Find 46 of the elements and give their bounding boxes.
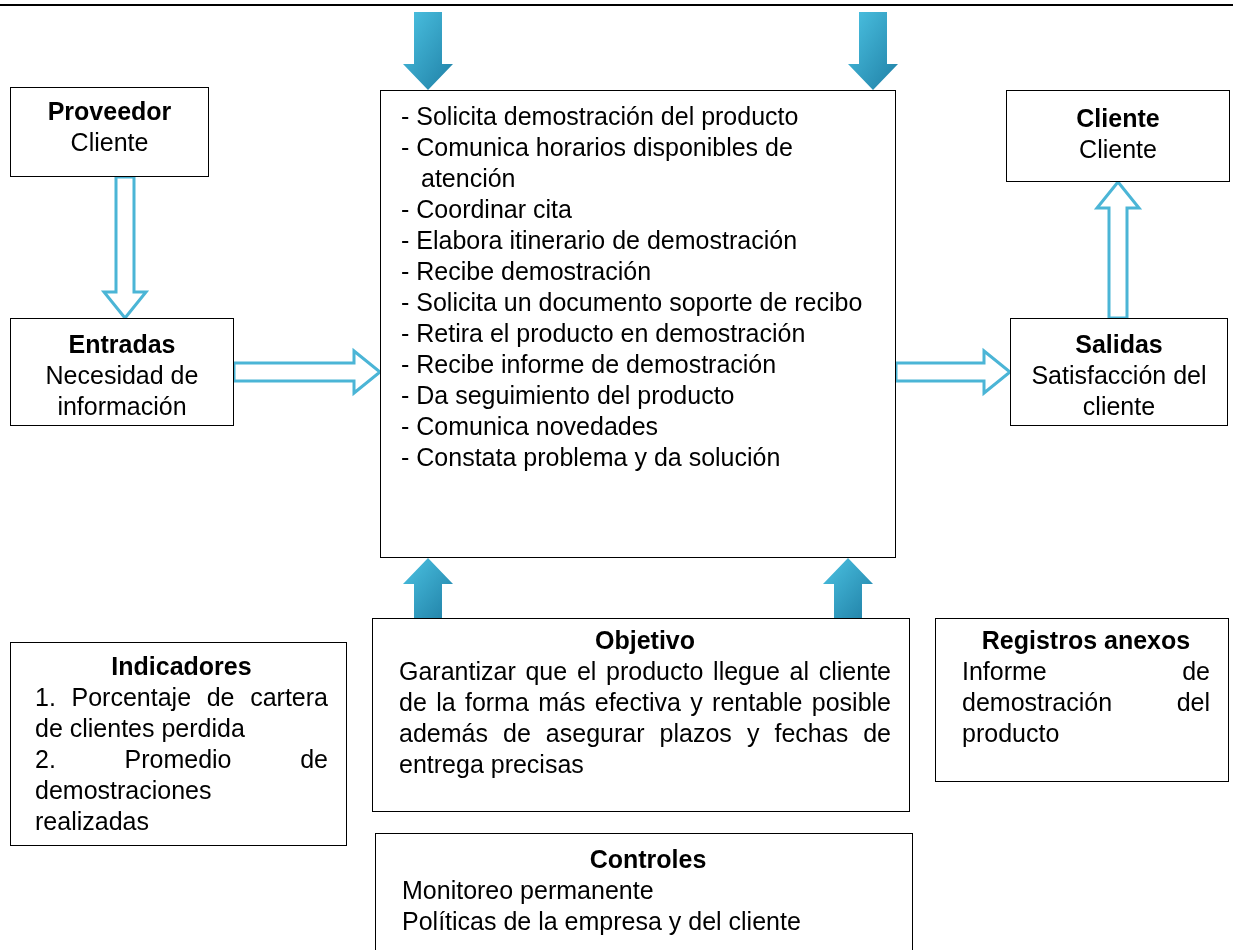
- box-text: 1. Porcentaje de cartera de clientes perdida: [35, 682, 328, 744]
- box-heading: Cliente: [1075, 103, 1161, 134]
- box-text: Políticas de la empresa y del cliente: [402, 906, 802, 937]
- list-item: - Constata problema y da solución: [401, 442, 782, 473]
- list-item: - Comunica horarios disponibles de atención: [401, 132, 794, 194]
- list-item: - Elabora itinerario de demostración: [401, 225, 799, 256]
- list-item: - Da seguimiento del producto: [401, 380, 736, 411]
- box-text: Cliente: [69, 127, 150, 158]
- box-text: Monitoreo permanente: [402, 875, 655, 906]
- list-item: - Recibe demostración: [401, 256, 653, 287]
- info-box: [935, 618, 1229, 782]
- box-heading: Salidas: [1074, 329, 1164, 360]
- box-heading: Controles: [588, 844, 708, 875]
- box-heading: Registros anexos: [980, 625, 1192, 656]
- list-item: - Coordinar cita: [401, 194, 573, 225]
- info-box: [10, 318, 234, 426]
- box-heading: Entradas: [67, 329, 177, 360]
- box-text: Satisfacción del cliente: [1030, 360, 1208, 422]
- box-text: 2. Promedio de demostraciones realizadas: [35, 744, 328, 837]
- box-heading: Indicadores: [110, 651, 253, 682]
- box-text: Cliente: [1078, 134, 1158, 165]
- info-box: [10, 642, 347, 846]
- box-text: Necesidad de información: [44, 360, 200, 422]
- list-item: - Solicita demostración del producto: [401, 101, 800, 132]
- block-arrow: [823, 558, 873, 618]
- activity-box: [380, 90, 896, 558]
- box-text: Garantizar que el producto llegue al cliente de la forma más efectiva y rentable posible además de asegurar plazos y fechas de entrega precisas: [399, 656, 891, 780]
- info-box: [1010, 318, 1228, 426]
- info-box: [1006, 90, 1230, 182]
- box-text: Informe de demostración del producto: [962, 656, 1210, 749]
- block-arrow: [848, 12, 898, 90]
- info-box: [372, 618, 910, 812]
- block-arrow: [1093, 179, 1143, 320]
- box-heading: Proveedor: [46, 96, 173, 127]
- block-arrow: [100, 175, 150, 321]
- list-item: - Recibe informe de demostración: [401, 349, 778, 380]
- list-item: - Solicita un documento soporte de recibo: [401, 287, 864, 318]
- info-box: [375, 833, 913, 950]
- box-heading: Objetivo: [594, 625, 696, 656]
- block-arrow: [232, 347, 383, 397]
- list-item: - Retira el producto en demostración: [401, 318, 807, 349]
- block-arrow: [894, 347, 1013, 397]
- block-arrow: [403, 12, 453, 90]
- block-arrow: [403, 558, 453, 618]
- info-box: [10, 87, 209, 177]
- list-item: - Comunica novedades: [401, 411, 660, 442]
